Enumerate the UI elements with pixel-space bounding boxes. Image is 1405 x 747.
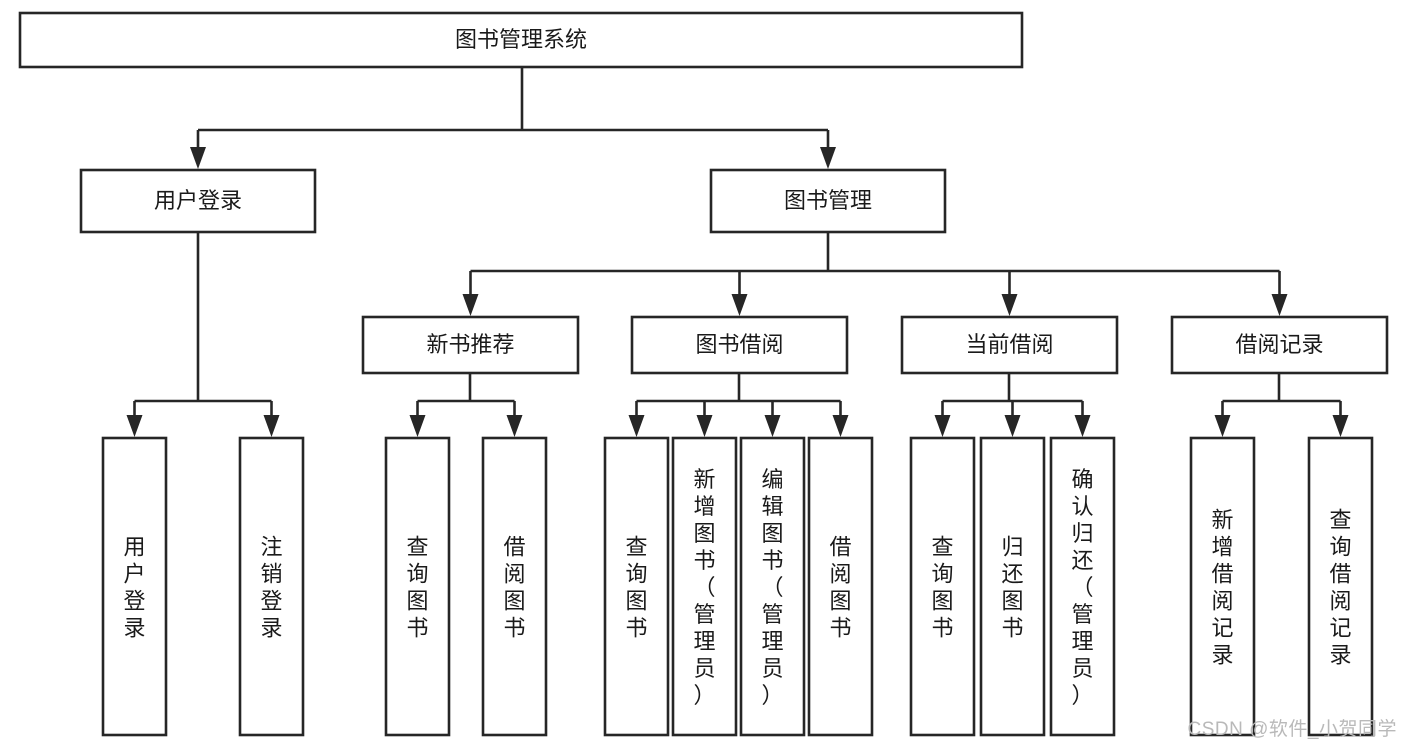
diagram-node-leaf-borrow-book-1[interactable]: 借阅图书 [481, 436, 548, 737]
connector-arrowhead [263, 415, 280, 437]
node-label: 查询图书 [406, 535, 428, 641]
node-label: 确认归还（管理员） [1071, 467, 1093, 708]
connector-arrowhead [731, 294, 748, 316]
node-box[interactable] [979, 436, 1046, 737]
diagram-node-leaf-logout[interactable]: 注销登录 [238, 436, 305, 737]
diagram-node-root[interactable]: 图书管理系统 [18, 11, 1024, 69]
node-label: 注销登录 [260, 535, 282, 641]
node-label: 归还图书 [1001, 535, 1023, 641]
node-label: 查询图书 [931, 535, 953, 641]
connector-group [934, 373, 1091, 437]
node-label: 当前借阅 [965, 332, 1053, 357]
connector-arrowhead [820, 147, 836, 169]
diagram-node-leaf-add-record[interactable]: 新增借阅记录 [1189, 436, 1256, 737]
connector-arrowhead [190, 147, 206, 169]
diagram-node-leaf-add-book[interactable]: 新增图书（管理员） [671, 436, 738, 737]
node-box[interactable] [603, 436, 670, 737]
diagram-node-leaf-edit-book[interactable]: 编辑图书（管理员） [739, 436, 806, 737]
connector-arrowhead [1001, 294, 1018, 316]
node-label: 借阅图书 [829, 535, 851, 641]
connector-arrowhead [1074, 415, 1091, 437]
node-label: 用户登录 [123, 535, 145, 641]
diagram-node-new-book-rec[interactable]: 新书推荐 [361, 315, 580, 375]
connector-arrowhead [462, 294, 479, 316]
node-label: 新增图书（管理员） [693, 467, 715, 708]
connector-arrowhead [696, 415, 713, 437]
connector-arrowhead [1332, 415, 1349, 437]
connector-arrowhead [506, 415, 523, 437]
diagram-node-book-borrow[interactable]: 图书借阅 [630, 315, 849, 375]
node-label: 图书管理系统 [455, 27, 587, 52]
connector-arrowhead [934, 415, 951, 437]
node-box[interactable] [79, 168, 317, 234]
node-box[interactable] [481, 436, 548, 737]
diagram-node-current-borrow[interactable]: 当前借阅 [900, 315, 1119, 375]
diagram-node-book-manage[interactable]: 图书管理 [709, 168, 947, 234]
node-label: 借阅记录 [1235, 332, 1323, 357]
connector-layer [126, 67, 1349, 437]
node-box[interactable] [1170, 315, 1389, 375]
diagram-node-user-login[interactable]: 用户登录 [79, 168, 317, 234]
connector-arrowhead [1214, 415, 1231, 437]
node-label: 用户登录 [154, 188, 242, 213]
connector-arrowhead [1004, 415, 1021, 437]
node-box[interactable] [384, 436, 451, 737]
node-label: 查询借阅记录 [1329, 508, 1351, 668]
node-box[interactable] [238, 436, 305, 737]
connector-group [126, 232, 280, 437]
node-box[interactable] [807, 436, 874, 737]
node-box[interactable] [630, 315, 849, 375]
node-label: 查询图书 [625, 535, 647, 641]
node-label: 新增借阅记录 [1211, 508, 1233, 668]
node-box[interactable] [671, 436, 738, 737]
connector-arrowhead [832, 415, 849, 437]
node-box[interactable] [101, 436, 168, 737]
node-label: 图书借阅 [695, 332, 783, 357]
node-box[interactable] [361, 315, 580, 375]
connector-arrowhead [764, 415, 781, 437]
diagram-node-leaf-confirm-return[interactable]: 确认归还（管理员） [1049, 436, 1116, 737]
node-box[interactable] [739, 436, 806, 737]
node-label: 借阅图书 [503, 535, 525, 641]
connector-group [409, 373, 523, 437]
connector-arrowhead [628, 415, 645, 437]
diagram-node-borrow-record[interactable]: 借阅记录 [1170, 315, 1389, 375]
node-box[interactable] [18, 11, 1024, 69]
connector-group [1214, 373, 1349, 437]
node-label: 图书管理 [784, 188, 872, 213]
diagram-node-leaf-query-book-2[interactable]: 查询图书 [603, 436, 670, 737]
connector-arrowhead [126, 415, 143, 437]
connector-group [628, 373, 849, 437]
diagram-node-leaf-borrow-book-2[interactable]: 借阅图书 [807, 436, 874, 737]
node-label: 新书推荐 [426, 332, 514, 357]
node-box[interactable] [1189, 436, 1256, 737]
connector-arrowhead [409, 415, 426, 437]
diagram-node-leaf-return-book[interactable]: 归还图书 [979, 436, 1046, 737]
node-box[interactable] [1307, 436, 1374, 737]
diagram-node-leaf-user-login[interactable]: 用户登录 [101, 436, 168, 737]
node-box[interactable] [900, 315, 1119, 375]
node-box[interactable] [909, 436, 976, 737]
connector-group [462, 232, 1288, 316]
diagram-node-leaf-query-record[interactable]: 查询借阅记录 [1307, 436, 1374, 737]
connector-arrowhead [1271, 294, 1288, 316]
diagram-node-leaf-query-book-3[interactable]: 查询图书 [909, 436, 976, 737]
node-label: 编辑图书（管理员） [761, 467, 783, 708]
node-box[interactable] [709, 168, 947, 234]
diagram-node-leaf-query-book-1[interactable]: 查询图书 [384, 436, 451, 737]
connector-group [190, 67, 836, 169]
node-box[interactable] [1049, 436, 1116, 737]
node-layer: 图书管理系统用户登录图书管理新书推荐图书借阅当前借阅借阅记录用户登录注销登录查询… [18, 11, 1389, 737]
